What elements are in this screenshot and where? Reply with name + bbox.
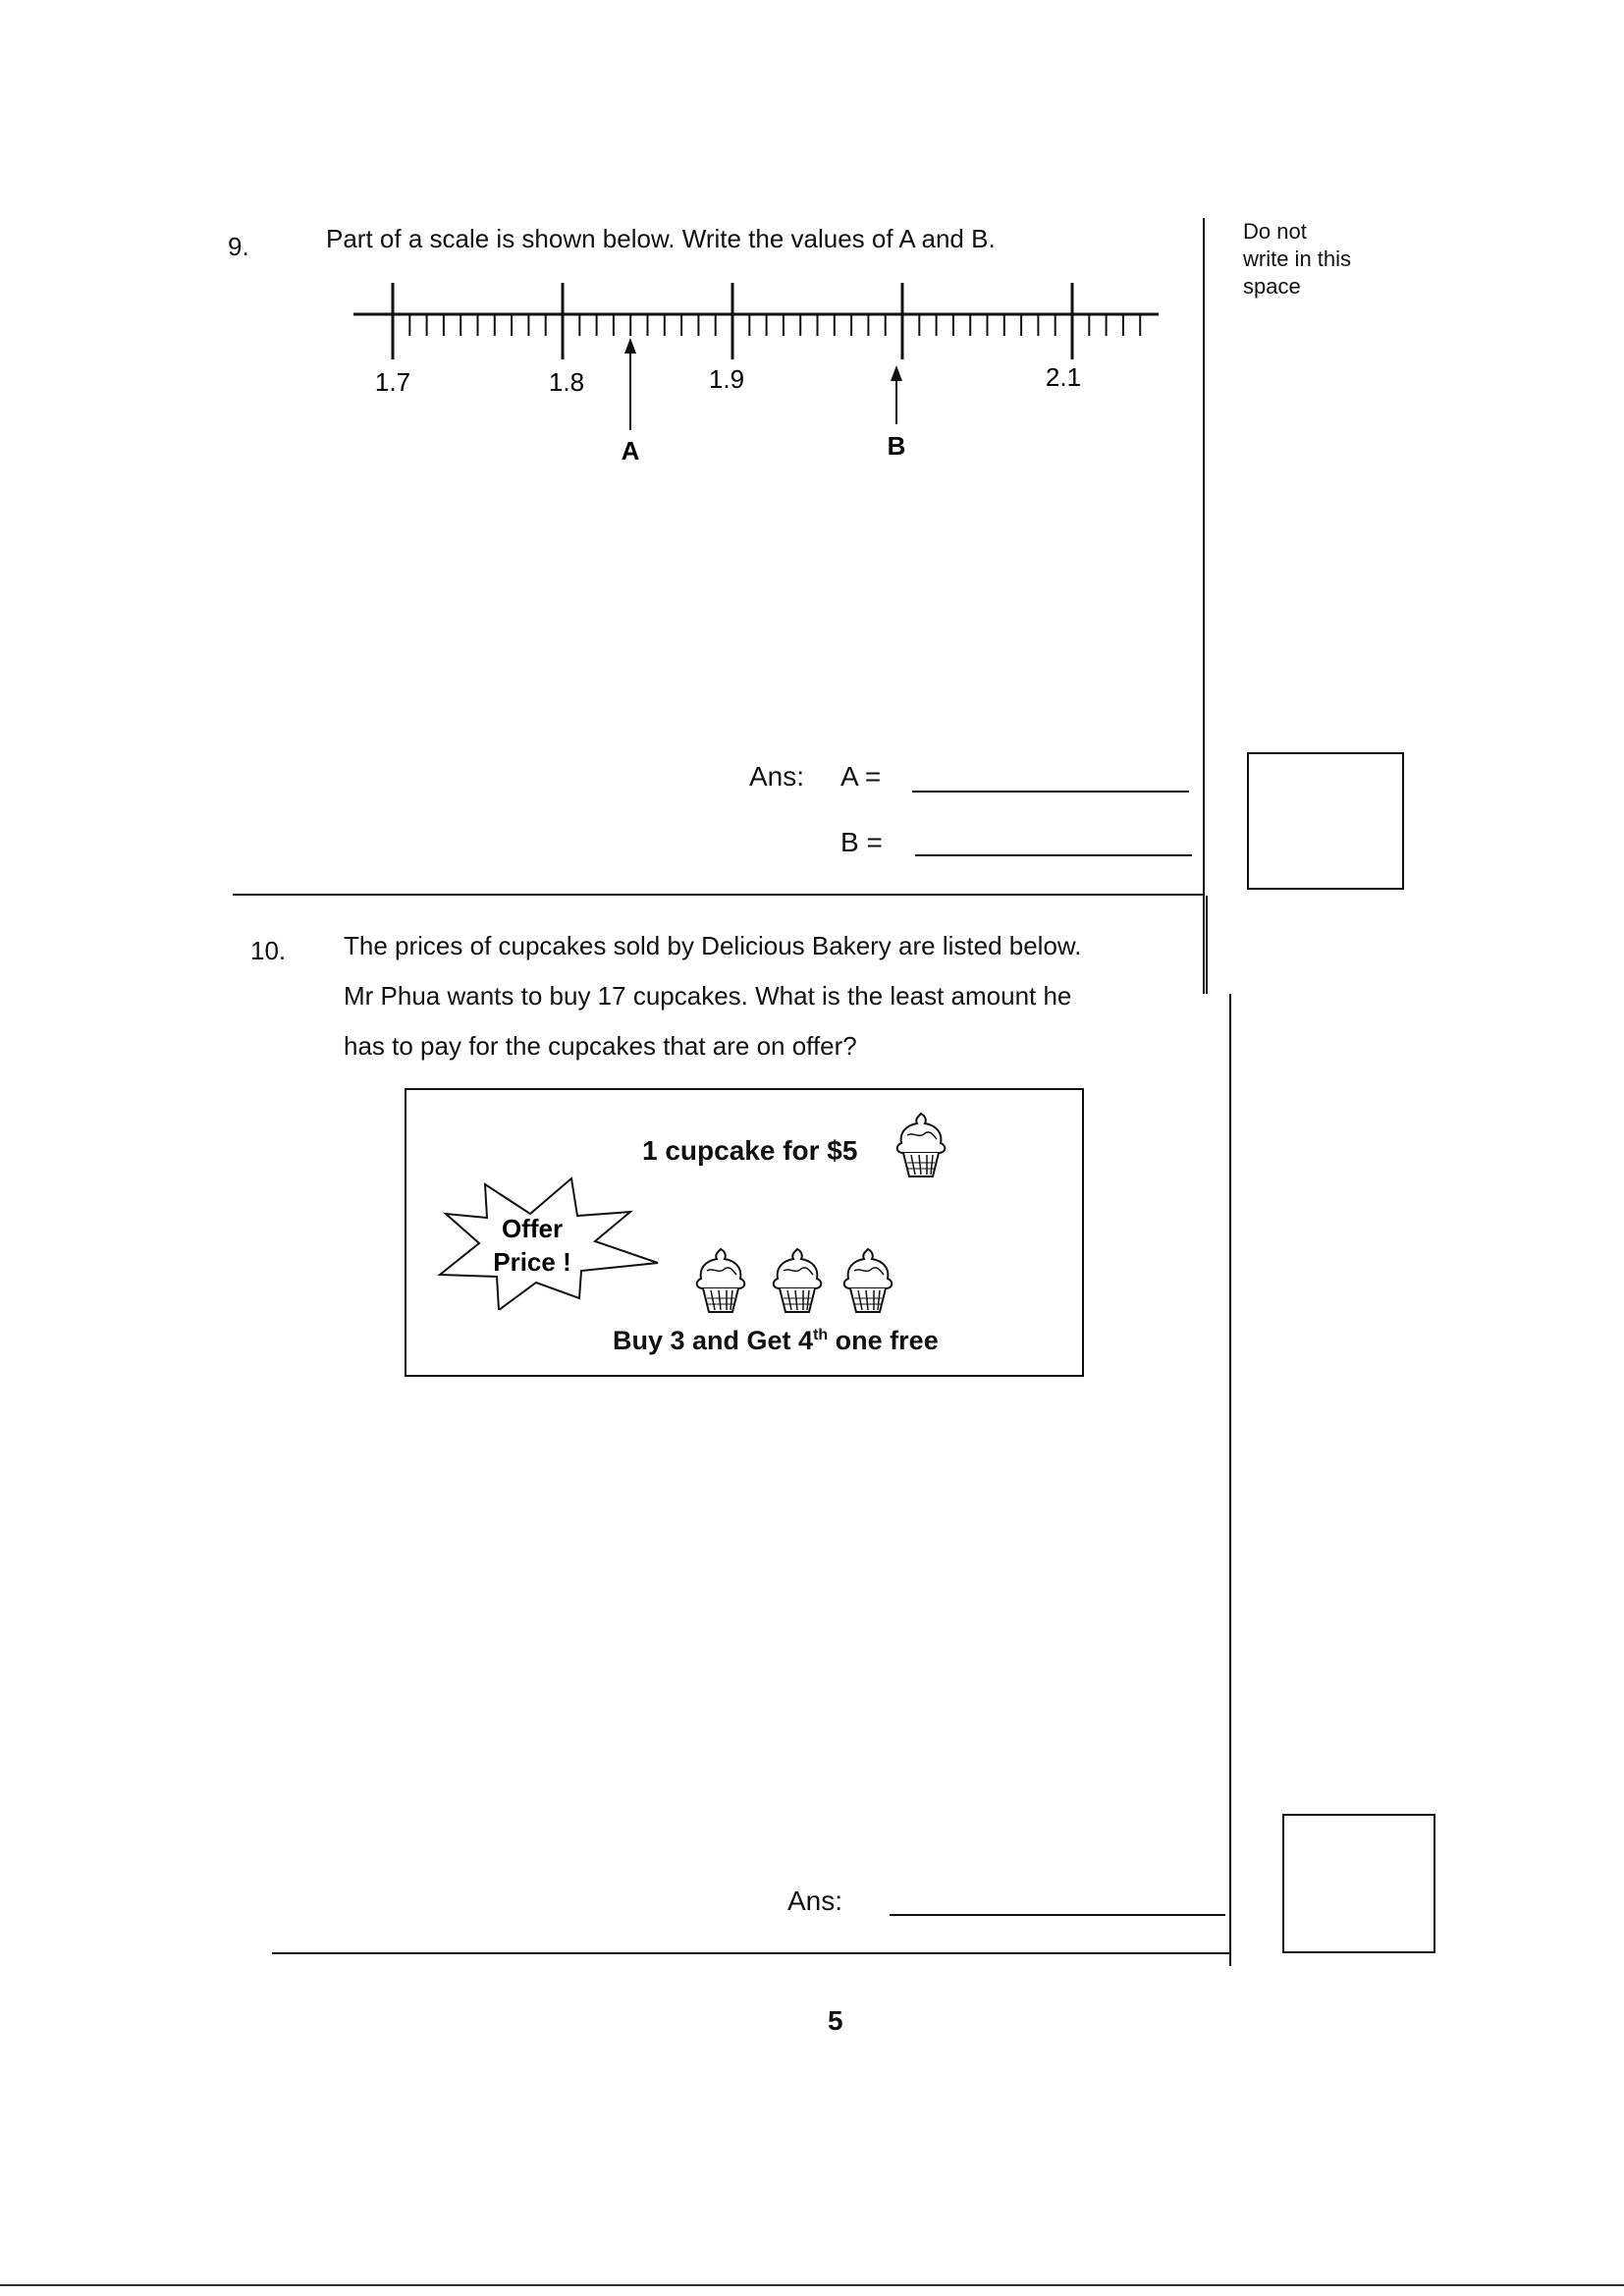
offer-burst-line: Price ! bbox=[493, 1247, 571, 1277]
margin-note: Do not write in this space bbox=[1243, 218, 1351, 301]
offer-burst-line: Offer bbox=[502, 1214, 563, 1243]
q10-ans-line[interactable] bbox=[890, 1914, 1225, 1916]
scale-label-1-9: 1.9 bbox=[709, 364, 744, 394]
margin-note-line: space bbox=[1243, 274, 1301, 299]
q9-ans-b-line[interactable] bbox=[915, 854, 1192, 856]
q9-ans-a-label: A = bbox=[840, 761, 882, 792]
offer-deal-prefix: Buy 3 and Get 4 bbox=[613, 1326, 814, 1355]
pointer-b-label: B bbox=[888, 431, 906, 461]
scale-ticks bbox=[391, 283, 1142, 359]
q10-score-box[interactable] bbox=[1282, 1814, 1435, 1953]
scale-label-1-8: 1.8 bbox=[549, 367, 584, 397]
scale-label-2-1: 2.1 bbox=[1046, 362, 1081, 392]
q9-ans-a-line[interactable] bbox=[912, 791, 1189, 793]
pointer-b-arrowhead bbox=[891, 365, 902, 381]
question-10-number: 10. bbox=[250, 936, 287, 965]
q10-ans-label: Ans: bbox=[787, 1886, 843, 1916]
number-line-scale: 1.7 1.8 1.9 2.1 A B bbox=[353, 283, 1159, 465]
question-10-line: The prices of cupcakes sold by Delicious… bbox=[344, 931, 1082, 960]
cupcake-icon bbox=[895, 1112, 947, 1177]
question-10-text: The prices of cupcakes sold by Delicious… bbox=[344, 921, 1081, 1071]
question-10-line: Mr Phua wants to buy 17 cupcakes. What i… bbox=[344, 981, 1072, 1011]
margin-note-line: write in this bbox=[1243, 246, 1352, 271]
cupcake-icon bbox=[695, 1247, 746, 1313]
offer-burst-icon: Offer Price ! bbox=[437, 1176, 659, 1310]
margin-note-line: Do not bbox=[1243, 219, 1307, 244]
question-divider bbox=[233, 894, 1205, 896]
question-9-number: 9. bbox=[228, 232, 249, 261]
bottom-rule bbox=[272, 1952, 1231, 1954]
scale-label-1-7: 1.7 bbox=[375, 367, 410, 397]
question-10-line: has to pay for the cupcakes that are on … bbox=[344, 1031, 857, 1061]
pointer-a-label: A bbox=[622, 436, 640, 465]
q9-ans-b-label: B = bbox=[840, 827, 883, 857]
cupcake-icon bbox=[772, 1247, 823, 1313]
offer-deal: Buy 3 and Get 4th one free bbox=[613, 1326, 939, 1356]
offer-deal-suffix: one free bbox=[828, 1326, 939, 1355]
q9-ans-label: Ans: bbox=[749, 761, 805, 792]
margin-rule-step bbox=[1206, 896, 1208, 994]
pointer-a-arrowhead bbox=[624, 338, 636, 354]
margin-rule-upper bbox=[1203, 218, 1205, 994]
q9-score-box[interactable] bbox=[1247, 752, 1404, 890]
page-number: 5 bbox=[828, 2005, 843, 2036]
scan-edge-line bbox=[0, 2284, 1624, 2286]
offer-deal-sup: th bbox=[813, 1327, 829, 1343]
question-9-text: Part of a scale is shown below. Write th… bbox=[326, 224, 996, 253]
offer-single-price: 1 cupcake for $5 bbox=[642, 1135, 858, 1166]
cupcake-icon bbox=[842, 1247, 893, 1313]
margin-rule-lower bbox=[1229, 994, 1231, 1966]
offer-box: Offer Price ! 1 cupcake for $5 Buy 3 and… bbox=[405, 1088, 1084, 1377]
